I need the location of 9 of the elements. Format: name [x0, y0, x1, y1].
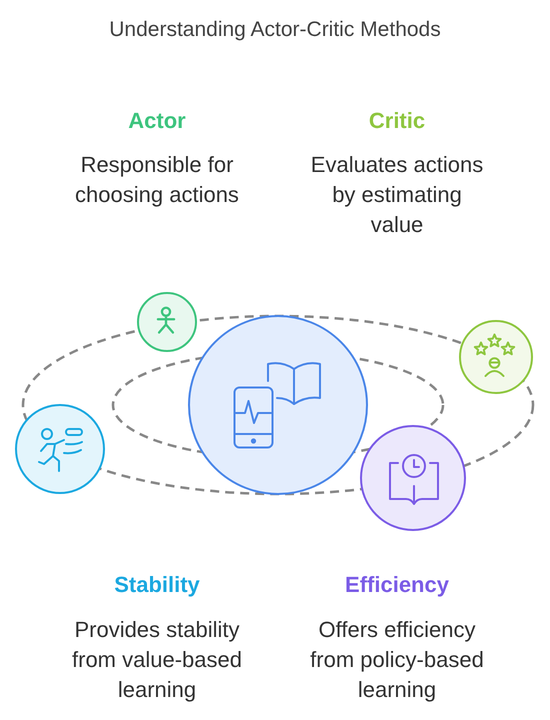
description-text: Responsible for choosing actions [74, 151, 240, 209]
description-text: Evaluates actions by estimating value [310, 151, 484, 239]
section-heading: Efficiency [344, 571, 450, 599]
diagram-title: Understanding Actor-Critic Methods [108, 17, 442, 43]
section-heading: Stability [113, 571, 201, 599]
section-heading: Actor [127, 107, 187, 135]
description-text: Provides stability from value-based learning [71, 616, 243, 704]
section-heading: Critic [368, 107, 426, 135]
description-text: Offers efficiency from policy-based learning [309, 616, 485, 704]
